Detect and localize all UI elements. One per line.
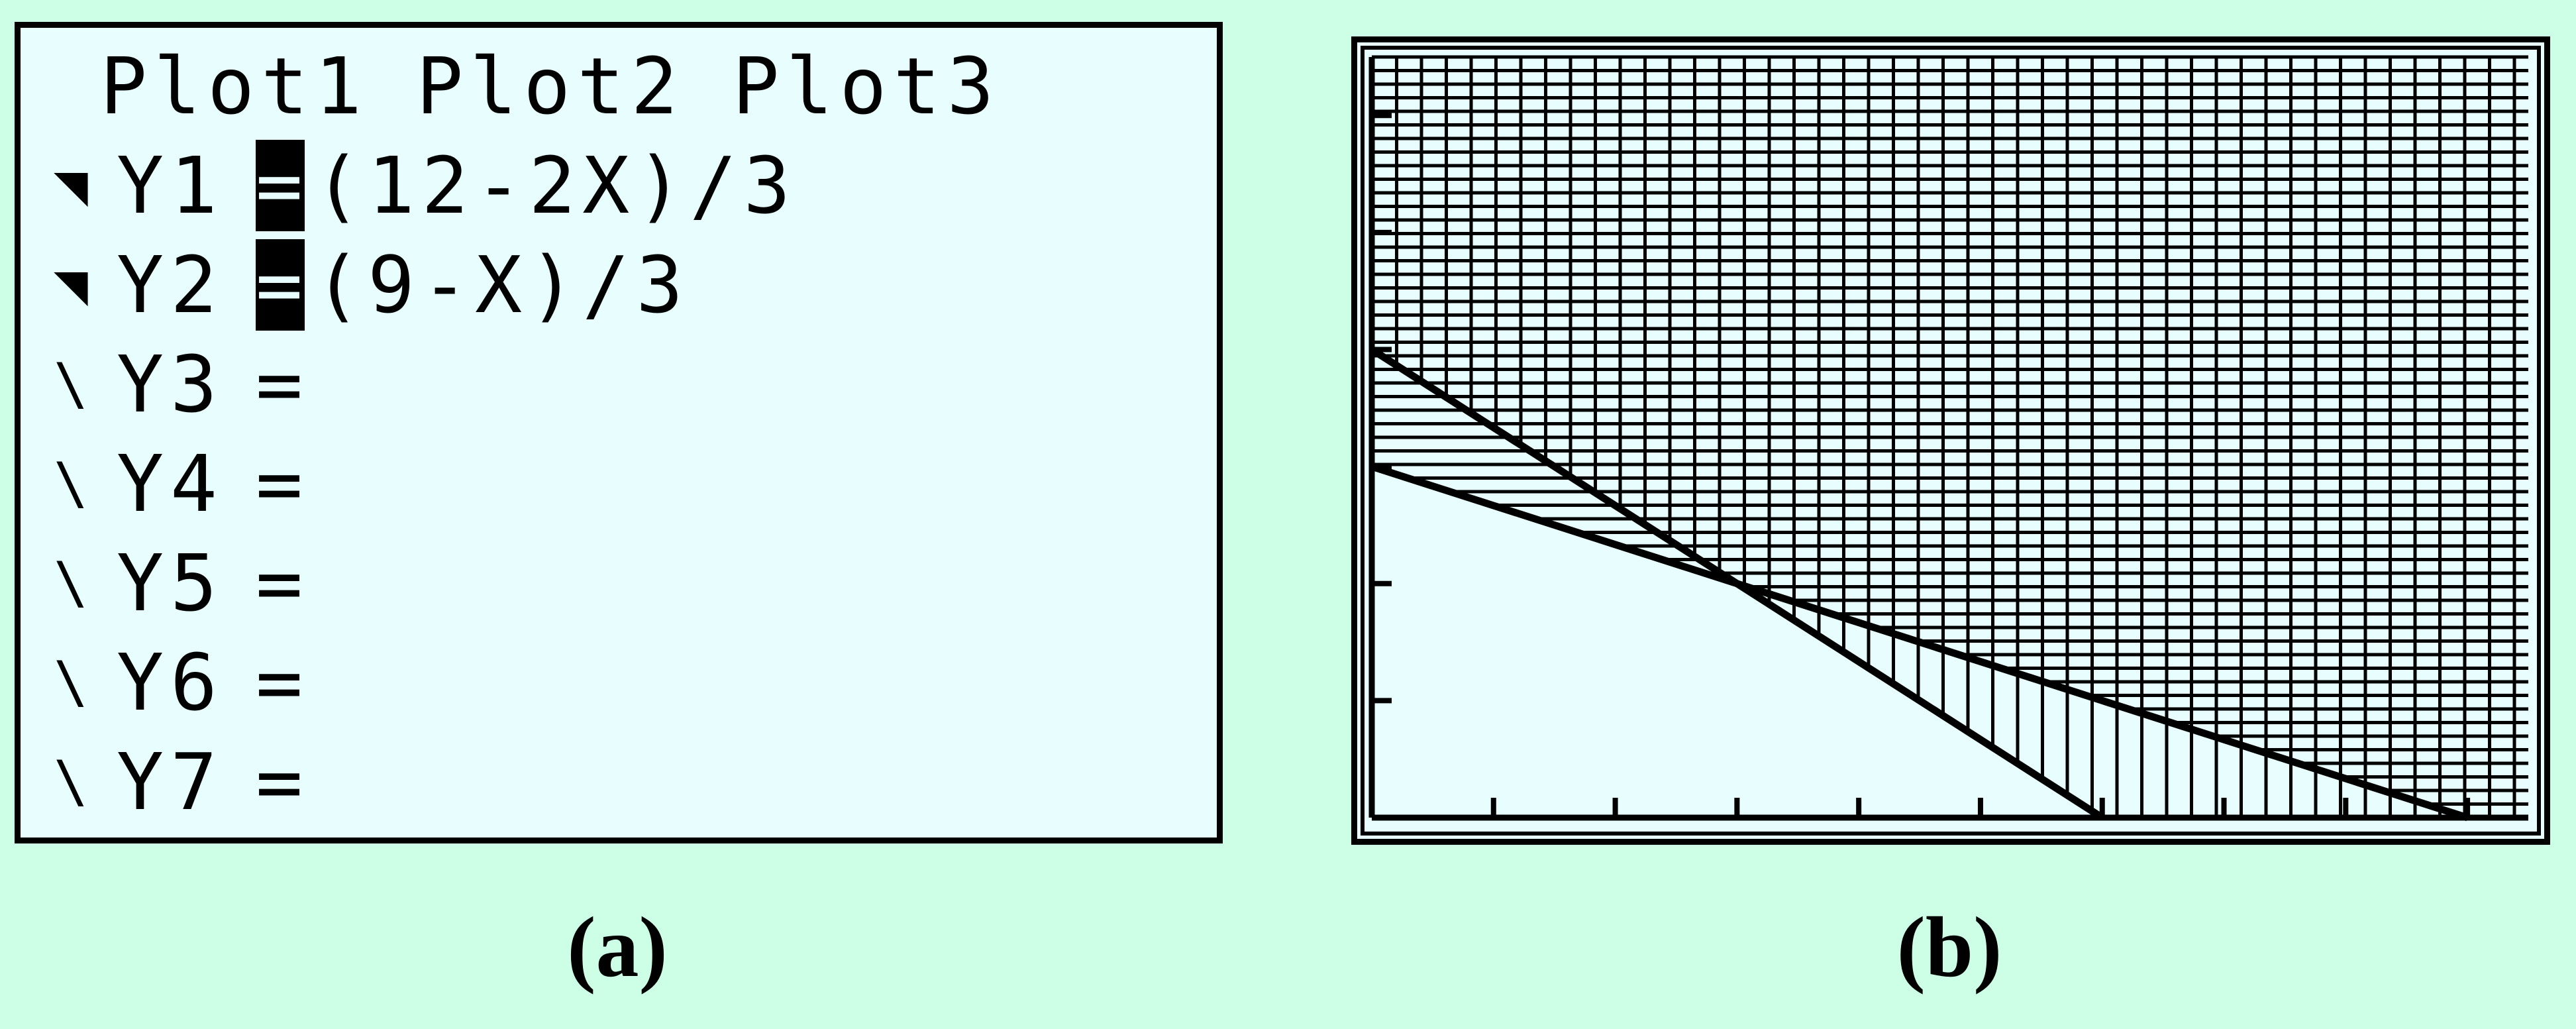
y-editor-screen: Plot1 Plot2 Plot3 ◥Y1=(12-2X)/3◥Y2=(9-X)… [15,22,1223,843]
function-name: Y3 [117,338,225,430]
graph-plot [1361,46,2541,836]
graph-style-icon[interactable]: \ [54,351,95,417]
equals-toggle[interactable]: = [256,636,310,728]
y2-line [1370,462,2469,822]
graph-style-icon[interactable]: ◥ [54,251,95,318]
equals-toggle[interactable]: = [256,537,310,629]
plot-row: Plot1 Plot2 Plot3 [100,40,1049,132]
caption-b: (b) [1896,900,2002,995]
function-name: Y1 [117,139,225,231]
plot2-toggle[interactable]: Plot2 [416,40,685,132]
graph-screen [1351,36,2550,845]
function-expression-input[interactable]: (9-X)/3 [314,239,690,331]
function-row-y7[interactable]: \ Y7 = [54,735,314,828]
function-name: Y4 [117,437,225,529]
function-row-y6[interactable]: \ Y6 = [54,636,314,728]
equals-toggle[interactable]: = [256,139,310,231]
function-row-y4[interactable]: \ Y4 = [54,437,314,529]
function-row-y3[interactable]: \ Y3 = [54,338,314,430]
equals-toggle[interactable]: = [256,735,310,828]
function-name: Y5 [117,537,225,629]
function-name: Y7 [117,735,225,828]
plot3-toggle[interactable]: Plot3 [732,40,1001,132]
function-row-y2[interactable]: ◥ Y2 =(9-X)/3 [54,239,690,331]
graph-style-icon[interactable]: \ [54,450,95,517]
equals-toggle[interactable]: = [256,239,310,331]
function-row-y1[interactable]: ◥ Y1 =(12-2X)/3 [54,139,798,231]
function-row-y5[interactable]: \ Y5 = [54,537,314,629]
graph-style-icon[interactable]: \ [54,748,95,815]
function-expression-input[interactable]: (12-2X)/3 [314,139,798,231]
function-name: Y2 [117,239,225,331]
plot-frame [1361,46,2541,836]
caption-a: (a) [567,900,668,995]
equals-toggle[interactable]: = [256,437,310,529]
graph-style-icon[interactable]: \ [54,549,95,616]
plot1-toggle[interactable]: Plot1 [100,40,369,132]
graph-style-icon[interactable]: \ [54,649,95,716]
equals-toggle[interactable]: = [256,338,310,430]
graph-style-icon[interactable]: ◥ [54,152,95,219]
function-name: Y6 [117,636,225,728]
